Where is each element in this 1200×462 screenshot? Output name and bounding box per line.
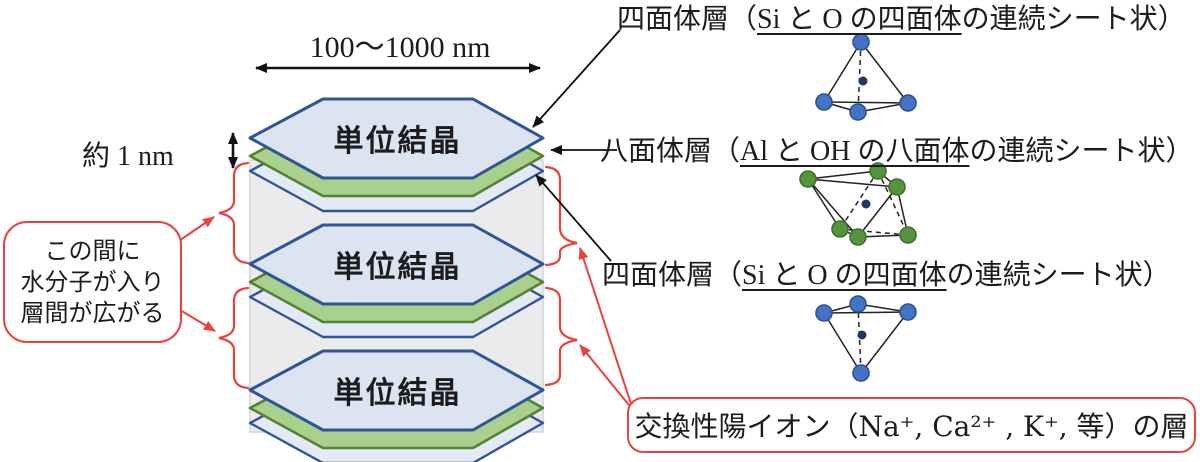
unit-crystal-label-3: 単位結晶 <box>333 377 462 410</box>
tetrahedral-layer-label-bottom: 四面体層（Si と O の四面体の連続シート状） <box>602 259 1171 293</box>
unit-crystal-label-2: 単位結晶 <box>333 251 462 284</box>
o-atom <box>815 304 833 322</box>
bubble-line-3: 層間が広がる <box>20 299 165 327</box>
unit-crystal-label-1: 単位結晶 <box>333 125 462 158</box>
unit-crystal-1 <box>248 97 545 213</box>
label-post: の連続シート状） <box>961 4 1186 35</box>
unit-crystal-3 <box>248 349 545 462</box>
o-atom <box>849 295 867 313</box>
oh-atom <box>831 220 849 238</box>
right-brace-upper <box>544 165 578 267</box>
bubble-line-2: 水分子が入り <box>20 268 165 296</box>
al-atom-dot <box>861 199 871 209</box>
oh-atom <box>888 178 906 196</box>
unit-crystal-2 <box>248 223 545 339</box>
label-underlined: Si と O の四面体 <box>757 4 962 35</box>
o-atom <box>852 33 870 51</box>
label-post: の連続シート状） <box>946 260 1171 291</box>
octahedral-layer-label: 八面体層（Al と OH の八面体の連続シート状） <box>600 135 1193 169</box>
si-atom-dot <box>857 330 867 340</box>
o-atom <box>899 303 917 321</box>
oh-atom <box>869 162 887 180</box>
exchangeable-cation-layer-box: 交換性陽イオン（Na⁺, Ca²⁺ , K⁺, 等）の層 <box>627 397 1196 453</box>
o-atom <box>899 94 917 112</box>
o-atom <box>852 364 870 382</box>
oh-atom <box>799 170 817 188</box>
label-underlined: Al と OH の八面体 <box>740 136 970 167</box>
label-pre: 八面体層（ <box>600 136 741 167</box>
water-interlayer-bubble: この間に 水分子が入り 層間が広がる <box>3 221 182 343</box>
si-o-tetrahedron-bottom <box>815 295 917 382</box>
cation-leader-arrows <box>578 247 634 411</box>
tetrahedral-sheet-top-2 <box>248 223 545 306</box>
label-pre: 四面体層（ <box>602 260 743 291</box>
si-atom-dot <box>858 76 868 86</box>
al-oh-octahedron <box>799 162 917 246</box>
o-atom <box>815 93 833 111</box>
cation-layer-text: 交換性陽イオン（Na⁺, Ca²⁺ , K⁺, 等）の層 <box>634 410 1189 443</box>
left-brace-upper <box>218 161 250 265</box>
label-pre: 四面体層（ <box>617 4 758 35</box>
layer-leader-arrows <box>532 29 621 262</box>
left-brace-lower <box>218 286 250 390</box>
tetrahedral-layer-label-top: 四面体層（Si と O の四面体の連続シート状） <box>617 3 1186 37</box>
right-brace-lower <box>544 286 578 387</box>
interlayer-braces <box>218 161 578 390</box>
o-atom <box>849 103 867 121</box>
width-dimension-label: 100〜1000 nm <box>309 31 491 64</box>
label-post: の連続シート状） <box>969 136 1194 167</box>
si-o-tetrahedron-top <box>815 33 917 121</box>
oh-atom <box>899 226 917 244</box>
bubble-line-1: この間に <box>44 237 141 265</box>
thickness-dimension-label: 約 1 nm <box>82 141 174 172</box>
tetrahedral-sheet-top-3 <box>248 349 545 432</box>
oh-atom <box>849 228 867 246</box>
tetrahedral-sheet-top-1 <box>248 97 545 180</box>
label-underlined: Si と O の四面体 <box>742 260 947 291</box>
